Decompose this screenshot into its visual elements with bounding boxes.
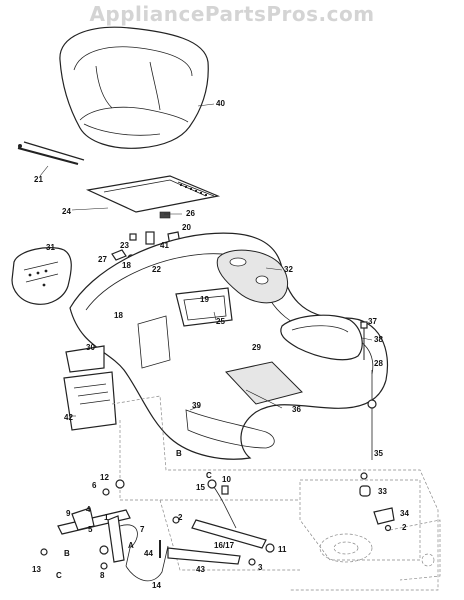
callout-26: 26 bbox=[186, 209, 195, 218]
callout-41: 41 bbox=[160, 241, 169, 250]
callout-2b: 2 bbox=[402, 523, 407, 532]
tractor-frame bbox=[111, 395, 441, 591]
callout-42: 42 bbox=[64, 413, 73, 422]
fender-body bbox=[69, 232, 389, 460]
splash-plate bbox=[65, 345, 105, 373]
seat-slide-plate bbox=[85, 175, 221, 219]
callout-18b: 18 bbox=[114, 311, 123, 320]
callout-36: 36 bbox=[292, 405, 301, 414]
callout-12: 12 bbox=[100, 473, 109, 482]
callout-9: 9 bbox=[66, 509, 71, 518]
seat bbox=[59, 26, 209, 149]
callout-b-lower: B bbox=[64, 549, 70, 558]
callout-a: A bbox=[128, 541, 134, 550]
callout-40: 40 bbox=[216, 99, 225, 108]
cable-ties bbox=[17, 141, 85, 165]
callout-10: 10 bbox=[222, 475, 231, 484]
leader-lines bbox=[39, 103, 373, 417]
callout-5: 5 bbox=[88, 525, 93, 534]
callout-44: 44 bbox=[144, 549, 153, 558]
callout-13: 13 bbox=[32, 565, 41, 574]
callout-31: 31 bbox=[46, 243, 55, 252]
callout-labels: 40 21 24 26 20 23 41 27 18 22 31 32 19 1… bbox=[32, 99, 409, 590]
callout-32: 32 bbox=[284, 265, 293, 274]
callout-19: 19 bbox=[200, 295, 209, 304]
callout-27: 27 bbox=[98, 255, 107, 264]
deck-lift-linkage bbox=[40, 472, 395, 582]
callout-34: 34 bbox=[400, 509, 409, 518]
callout-15: 15 bbox=[196, 483, 205, 492]
callout-20: 20 bbox=[182, 223, 191, 232]
callout-4: 4 bbox=[86, 505, 91, 514]
callout-1: 1 bbox=[104, 513, 109, 522]
callout-21: 21 bbox=[34, 175, 43, 184]
callout-6: 6 bbox=[92, 481, 97, 490]
callout-23: 23 bbox=[120, 241, 129, 250]
callout-38: 38 bbox=[374, 335, 383, 344]
callout-b-upper: B bbox=[176, 449, 182, 458]
watermark: AppliancePartsPros.com bbox=[89, 2, 375, 26]
fender-side-pad bbox=[11, 247, 72, 305]
left-footrest-mat bbox=[63, 371, 117, 431]
callout-35: 35 bbox=[374, 449, 383, 458]
callout-28: 28 bbox=[374, 359, 383, 368]
callout-29: 29 bbox=[252, 343, 261, 352]
callout-8: 8 bbox=[100, 571, 105, 580]
callout-25: 25 bbox=[216, 317, 225, 326]
right-footrest-mat bbox=[280, 314, 363, 361]
callout-39: 39 bbox=[192, 401, 201, 410]
callout-3: 3 bbox=[258, 563, 263, 572]
callout-c-lower: C bbox=[56, 571, 62, 580]
callout-7: 7 bbox=[140, 525, 145, 534]
callout-33: 33 bbox=[378, 487, 387, 496]
callout-11: 11 bbox=[278, 545, 287, 554]
callout-c-upper: C bbox=[206, 471, 212, 480]
callout-18: 18 bbox=[122, 261, 131, 270]
callout-24: 24 bbox=[62, 207, 71, 216]
callout-22: 22 bbox=[152, 265, 161, 274]
callout-43: 43 bbox=[196, 565, 205, 574]
callout-37: 37 bbox=[368, 317, 377, 326]
callout-30: 30 bbox=[86, 343, 95, 352]
callout-14: 14 bbox=[152, 581, 161, 590]
callout-16-17: 16/17 bbox=[214, 541, 235, 550]
callout-2: 2 bbox=[178, 513, 183, 522]
